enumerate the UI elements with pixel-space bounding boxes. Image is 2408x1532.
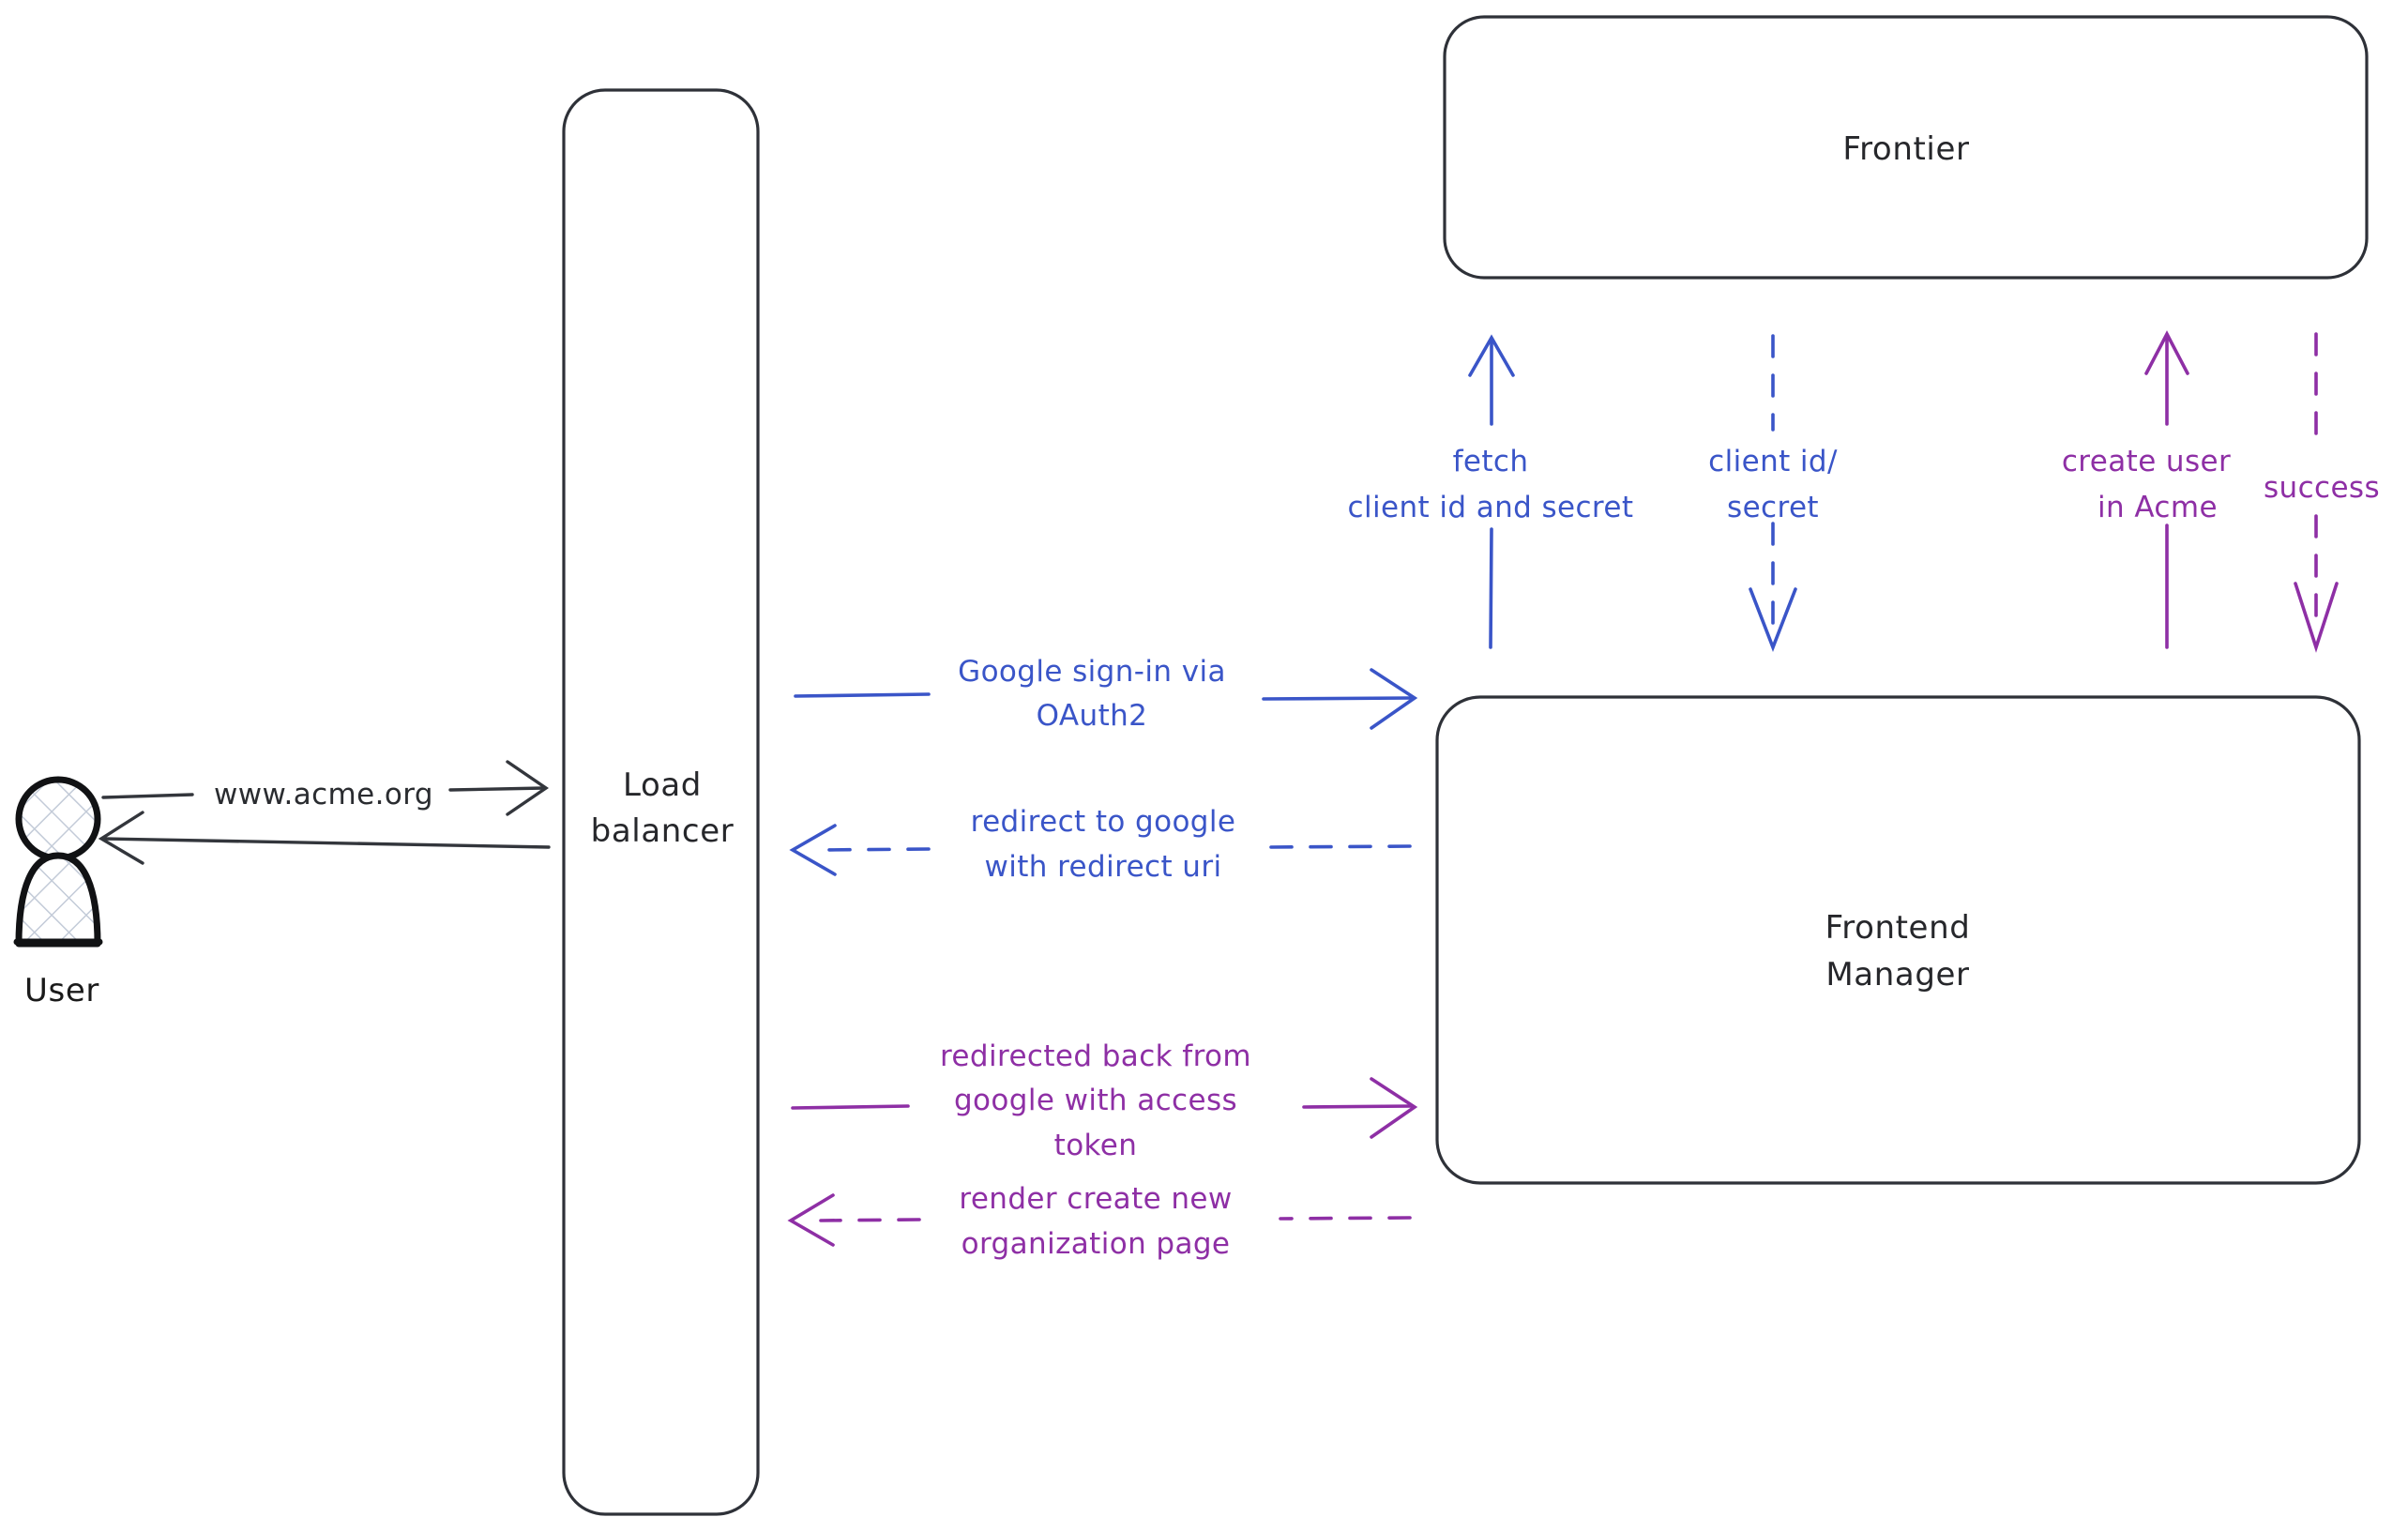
- edge-frontend-manager-to-frontier-fetch: [1468, 334, 1515, 649]
- edge-user-to-load-balancer: [101, 760, 550, 816]
- edge-load-balancer-to-frontend-manager-token: [791, 1077, 1418, 1139]
- edge-label-credentials-line1: client id/: [1708, 445, 1838, 478]
- edge-label-redirect-line1: redirect to google: [971, 805, 1236, 839]
- edge-frontier-to-frontend-manager-success: [2294, 332, 2339, 653]
- edge-label-create-user-line2: in Acme: [2098, 491, 2218, 524]
- frontier-label: Frontier: [1842, 130, 1969, 168]
- frontend-manager-label-line1: Frontend: [1825, 909, 1971, 947]
- node-frontend-manager[interactable]: [1435, 695, 2361, 1185]
- edge-label-success: success: [2264, 471, 2380, 505]
- edge-label-user-to-load-balancer: www.acme.org: [214, 778, 433, 812]
- user-actor-label: User: [24, 972, 99, 1009]
- edge-label-fetch-line1: fetch: [1453, 445, 1529, 478]
- frontend-manager-label-line2: Manager: [1825, 956, 1969, 994]
- edge-frontend-manager-to-load-balancer-render: [787, 1193, 1412, 1247]
- edge-label-fetch-line2: client id and secret: [1348, 491, 1634, 524]
- edge-label-token-line2: google with access: [954, 1084, 1237, 1117]
- edge-label-token-line3: token: [1054, 1129, 1138, 1162]
- edge-label-redirect-line2: with redirect uri: [984, 850, 1221, 884]
- edge-label-render-line1: render create new: [959, 1182, 1232, 1216]
- edge-frontend-manager-to-load-balancer-redirect: [789, 824, 1412, 876]
- edge-label-signin-line2: OAuth2: [1037, 699, 1148, 733]
- edge-label-credentials-line2: secret: [1727, 491, 1819, 524]
- load-balancer-label-line2: balancer: [591, 812, 735, 850]
- edge-label-signin-line1: Google sign-in via: [958, 655, 1226, 689]
- edge-load-balancer-to-user: [98, 811, 551, 865]
- node-frontier[interactable]: [1443, 15, 2369, 280]
- user-actor-icon: [13, 776, 103, 948]
- edge-label-render-line2: organization page: [962, 1227, 1231, 1261]
- edge-load-balancer-to-frontend-manager-signin: [794, 668, 1418, 730]
- edge-label-token-line1: redirected back from: [940, 1039, 1251, 1073]
- edge-frontend-manager-to-frontier-create-user: [2144, 330, 2189, 649]
- load-balancer-label-line1: Load: [623, 766, 702, 804]
- edge-label-create-user-line1: create user: [2062, 445, 2231, 478]
- node-load-balancer[interactable]: [562, 88, 760, 1516]
- edge-frontier-to-frontend-manager-credentials: [1749, 334, 1797, 652]
